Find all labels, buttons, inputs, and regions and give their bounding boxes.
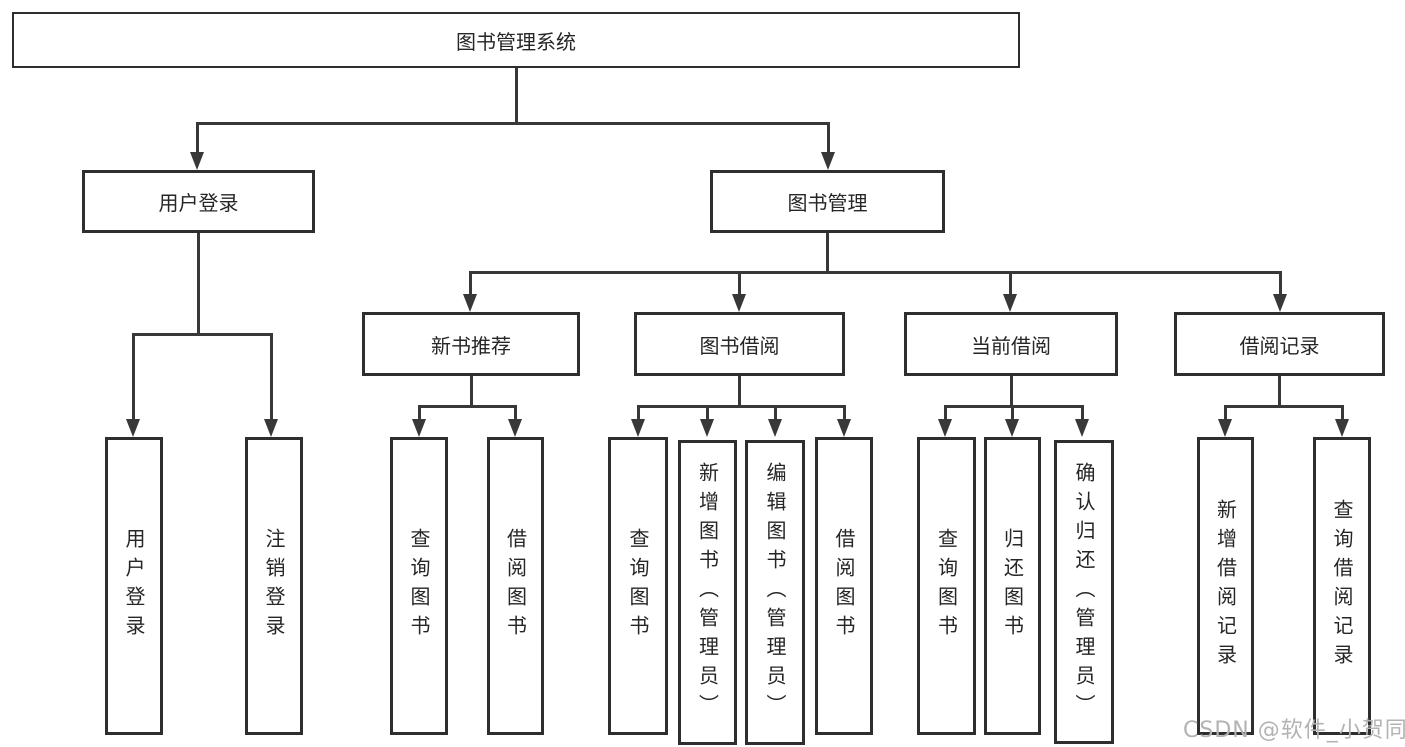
connector-line — [843, 405, 846, 423]
arrow-down-icon — [1218, 419, 1232, 437]
arrow-down-icon — [837, 419, 851, 437]
arrow-down-icon — [1335, 419, 1349, 437]
arrow-down-icon — [938, 419, 952, 437]
node-label: 图书管理系统 — [456, 29, 576, 54]
connector-line — [1010, 374, 1013, 408]
connector-line — [196, 122, 199, 158]
connector-line — [469, 271, 472, 298]
node-label: 图书借阅 — [699, 333, 780, 358]
leaf-query-borrow-record: 查询借阅记录 — [1313, 437, 1371, 735]
node-book-management: 图书管理 — [710, 170, 945, 233]
connector-line — [738, 271, 741, 298]
node-current-borrow: 当前借阅 — [904, 312, 1118, 376]
leaf-query-books: 查询图书 — [390, 437, 448, 735]
csdn-watermark: CSDN @软件_小贺同学 — [1183, 718, 1405, 743]
arrow-down-icon — [190, 152, 204, 170]
arrow-down-icon — [508, 419, 522, 437]
leaf-user-login: 用户登录 — [105, 437, 163, 735]
connector-line — [470, 374, 473, 408]
arrow-down-icon — [1005, 419, 1019, 437]
connector-line — [469, 271, 1282, 274]
node-label: 借阅记录 — [1239, 333, 1320, 358]
connector-line — [197, 231, 200, 335]
connector-line — [637, 405, 640, 423]
leaf-logout: 注销登录 — [245, 437, 303, 735]
connector-line — [1009, 271, 1012, 298]
connector-line — [944, 405, 1084, 408]
node-new-book-recommend: 新书推荐 — [362, 312, 580, 376]
connector-line — [132, 333, 135, 423]
leaf-return-book: 归还图书 — [984, 437, 1041, 735]
connector-line — [1341, 405, 1344, 423]
connector-line — [418, 405, 421, 423]
connector-line — [418, 405, 517, 408]
connector-line — [515, 66, 518, 125]
connector-line — [774, 405, 777, 423]
leaf-confirm-return-admin: 确认归还（管理员） — [1054, 440, 1114, 744]
leaf-add-book-admin: 新增图书（管理员） — [678, 440, 737, 745]
node-book-borrow: 图书借阅 — [634, 312, 845, 376]
arrow-down-icon — [768, 419, 782, 437]
connector-line — [1224, 405, 1344, 408]
connector-line — [196, 122, 830, 125]
arrow-down-icon — [264, 419, 278, 437]
leaf-query-books: 查询图书 — [917, 437, 976, 735]
arrow-down-icon — [1273, 294, 1287, 312]
node-label: 当前借阅 — [971, 333, 1051, 358]
node-label: 图书管理 — [787, 191, 868, 215]
leaf-edit-book-admin: 编辑图书（管理员） — [745, 440, 805, 745]
leaf-query-books: 查询图书 — [608, 437, 668, 735]
arrow-down-icon — [821, 152, 835, 170]
arrow-down-icon — [1003, 294, 1017, 312]
connector-line — [706, 405, 709, 423]
arrow-down-icon — [1075, 419, 1089, 437]
node-label: 用户登录 — [158, 191, 239, 215]
arrow-down-icon — [463, 294, 477, 312]
arrow-down-icon — [732, 294, 746, 312]
connector-line — [826, 231, 829, 274]
connector-line — [637, 405, 846, 408]
leaf-borrow-books: 借阅图书 — [487, 437, 544, 735]
leaf-borrow-books: 借阅图书 — [815, 437, 873, 735]
arrow-down-icon — [631, 419, 645, 437]
connector-line — [514, 405, 517, 423]
connector-line — [1081, 405, 1084, 423]
arrow-down-icon — [126, 419, 140, 437]
connector-line — [738, 374, 741, 408]
node-user-login: 用户登录 — [82, 170, 315, 233]
node-system-root: 图书管理系统 — [12, 12, 1020, 68]
arrow-down-icon — [412, 419, 426, 437]
connector-line — [944, 405, 947, 423]
connector-line — [132, 333, 273, 336]
connector-line — [1224, 405, 1227, 423]
node-borrow-records: 借阅记录 — [1174, 312, 1385, 376]
connector-line — [1011, 405, 1014, 423]
arrow-down-icon — [700, 419, 714, 437]
leaf-add-borrow-record: 新增借阅记录 — [1197, 437, 1254, 735]
connector-line — [270, 333, 273, 423]
connector-line — [1279, 271, 1282, 298]
connector-line — [827, 122, 830, 158]
connector-line — [1278, 374, 1281, 408]
node-label: 新书推荐 — [431, 333, 511, 358]
